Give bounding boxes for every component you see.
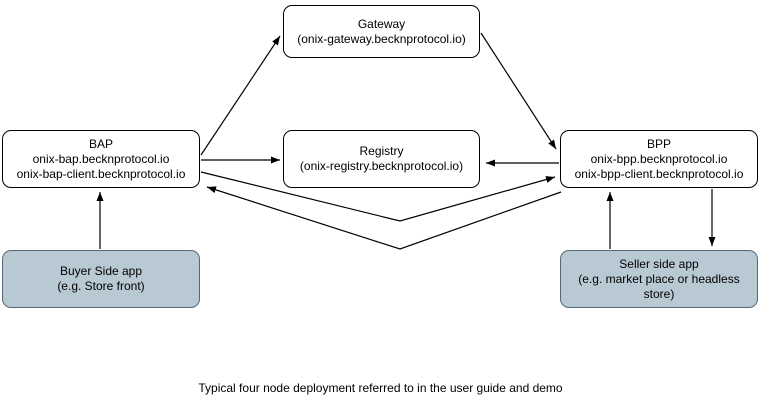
arrow-gateway-to-bpp: [480, 32, 557, 150]
node-bap-title: BAP: [88, 136, 113, 151]
node-registry-title: Registry: [359, 144, 404, 158]
node-buyer-side-app: Buyer Side app (e.g. Store front): [2, 250, 200, 308]
node-buyer-title: Buyer Side app: [59, 264, 143, 278]
node-seller-title: Seller side app: [619, 256, 699, 271]
node-registry-subtitle: (onix-registry.becknprotocol.io): [299, 159, 464, 173]
node-bpp-title: BPP: [646, 136, 671, 151]
node-seller-subtitle: (e.g. market place or headless store): [578, 271, 740, 301]
node-bap-url-1: onix-bap.becknprotocol.io: [32, 151, 170, 166]
arrow-bap-to-gateway: [200, 35, 281, 156]
node-bap-url-2: onix-bap-client.becknprotocol.io: [16, 166, 186, 181]
node-bpp-url-1: onix-bpp.becknprotocol.io: [590, 151, 728, 166]
node-gateway: Gateway (onix-gateway.becknprotocol.io): [283, 5, 480, 58]
node-bpp: BPP onix-bpp.becknprotocol.io onix-bpp-c…: [560, 130, 758, 188]
diagram-caption: Typical four node deployment referred to…: [198, 381, 563, 395]
arrow-bpp-to-bap: [206, 186, 562, 250]
node-buyer-subtitle: (e.g. Store front): [57, 279, 145, 293]
node-gateway-subtitle: (onix-gateway.becknprotocol.io): [297, 31, 466, 46]
node-bpp-url-2: onix-bpp-client.becknprotocol.io: [574, 166, 744, 181]
node-registry: Registry (onix-registry.becknprotocol.io…: [283, 130, 480, 188]
node-bap: BAP onix-bap.becknprotocol.io onix-bap-c…: [2, 130, 200, 188]
node-seller-side-app: Seller side app (e.g. market place or he…: [560, 250, 758, 308]
node-gateway-title: Gateway: [357, 16, 406, 31]
